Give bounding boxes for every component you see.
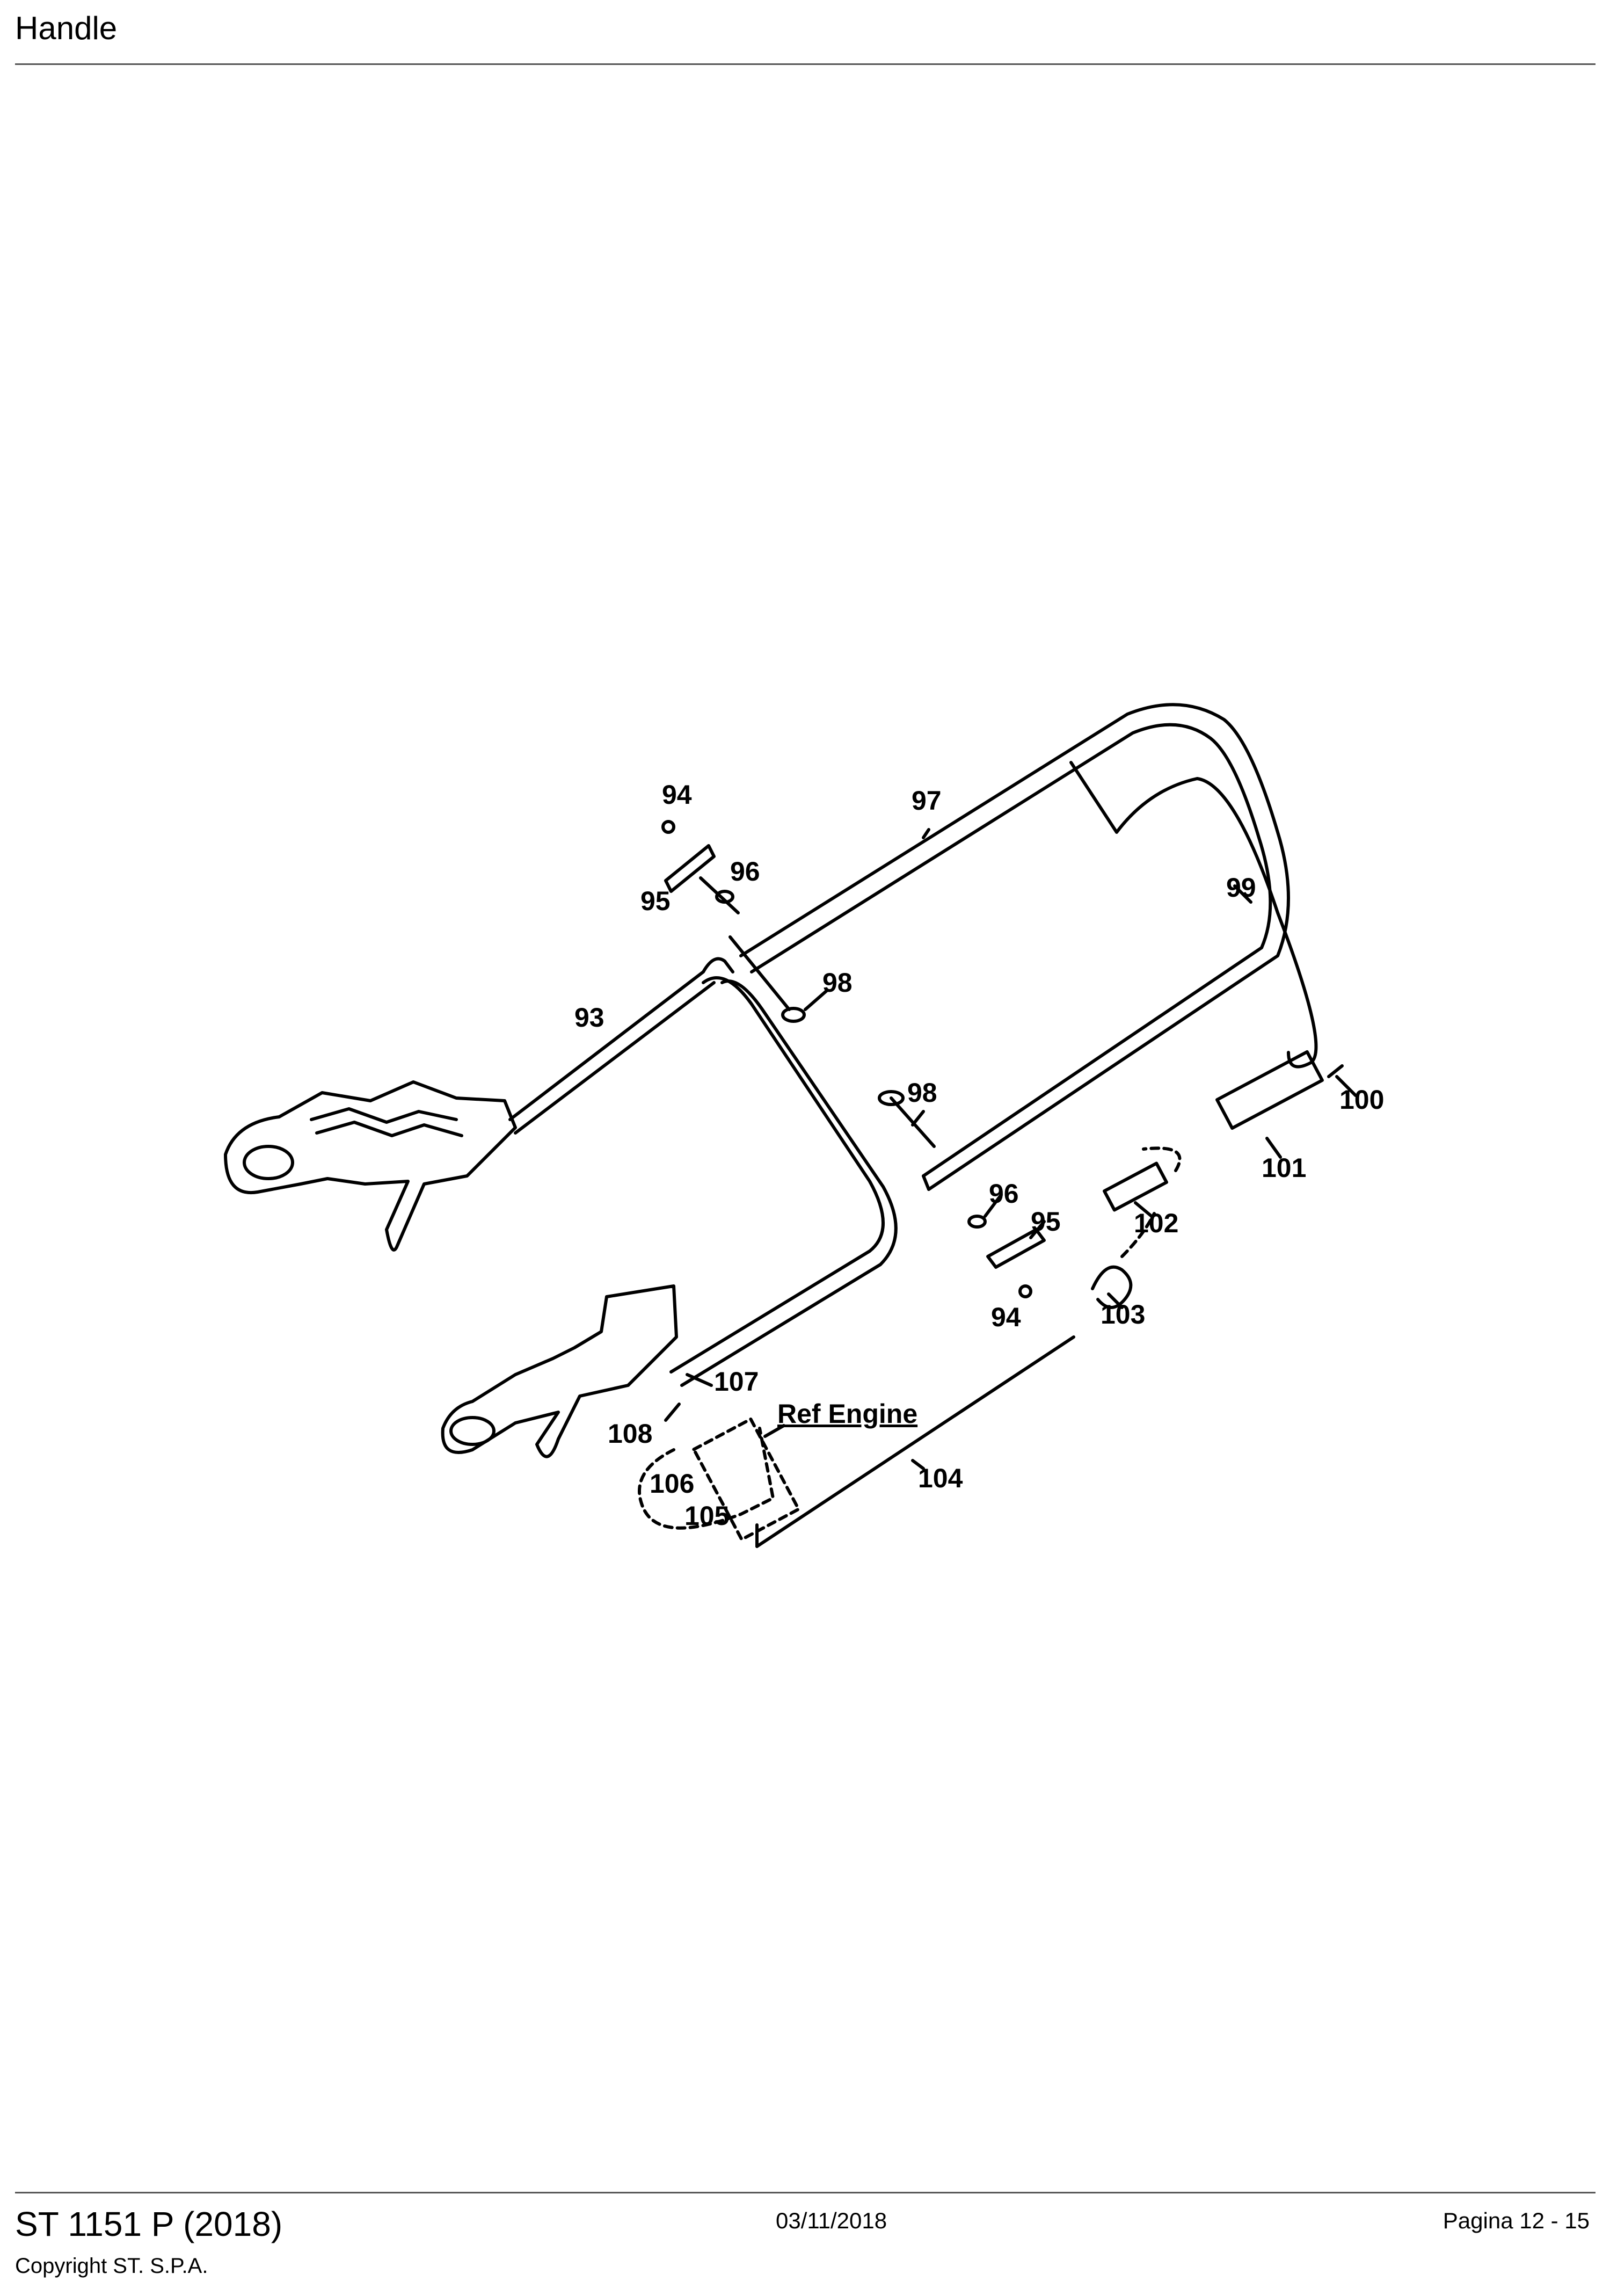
page-title: Handle <box>15 10 118 46</box>
cable-tube-101 <box>1215 1050 1324 1130</box>
nut-94-upper <box>661 820 675 834</box>
plate-102 <box>1103 1161 1168 1212</box>
clip-100 <box>1327 1064 1344 1078</box>
cable-104 <box>755 1335 1075 1548</box>
callout-99: 99 <box>1226 873 1256 903</box>
dashed-link-2 <box>1120 1212 1156 1258</box>
document-date: 03/11/2018 <box>776 2208 887 2233</box>
lower-handle-93-left <box>508 957 734 1121</box>
lower-handle-93-right-inner <box>680 979 898 1387</box>
spring-103 <box>1091 1265 1133 1309</box>
callout-108: 108 <box>608 1419 652 1449</box>
callout-102: 102 <box>1134 1208 1178 1238</box>
callout-96-upper: 96 <box>730 856 760 887</box>
washer-96-lower <box>967 1215 987 1229</box>
left-bracket-hole <box>243 1145 294 1180</box>
callout-101: 101 <box>1262 1153 1306 1183</box>
page-number: Pagina 12 - 15 <box>1443 2208 1590 2233</box>
right-bracket-plate <box>441 1284 678 1458</box>
callout-104: 104 <box>918 1463 963 1493</box>
callout-98-upper: 98 <box>822 968 853 998</box>
knob-95-upper <box>664 844 716 893</box>
bolt-98-lower <box>890 1096 936 1148</box>
dashed-link <box>1142 1146 1182 1172</box>
upper-handle-97-inner <box>750 723 1272 1178</box>
left-bracket-plate <box>224 1080 517 1252</box>
lower-handle-93-right <box>669 976 885 1374</box>
callout-98-lower: 98 <box>907 1078 937 1108</box>
upper-handle-end <box>922 1174 930 1191</box>
engine-parts-group <box>638 1427 775 1530</box>
callout-100: 100 <box>1339 1085 1384 1115</box>
callout-94-upper: 94 <box>662 780 692 810</box>
control-cable-99 <box>1069 761 1318 1069</box>
callout-ref-engine: Ref Engine <box>777 1399 917 1429</box>
bolt-98-upper <box>728 935 791 1011</box>
callout-103: 103 <box>1101 1299 1145 1329</box>
nut-94-lower <box>1018 1284 1032 1298</box>
callout-96-lower: 96 <box>989 1179 1019 1209</box>
callout-105: 105 <box>684 1501 729 1531</box>
callout-97: 97 <box>912 786 942 816</box>
right-bracket-hole <box>449 1416 496 1446</box>
callout-94-lower: 94 <box>991 1302 1021 1332</box>
copyright-notice: Copyright ST. S.P.A. <box>15 2254 208 2278</box>
callout-95-lower: 95 <box>1031 1207 1061 1237</box>
callout-93: 93 <box>574 1002 604 1033</box>
lower-handle-93-left-inner <box>514 981 716 1135</box>
upper-handle-97 <box>739 703 1290 1191</box>
callout-107: 107 <box>714 1367 759 1397</box>
callout-106: 106 <box>650 1469 694 1499</box>
callout-95-upper: 95 <box>640 886 671 916</box>
footer-divider <box>15 2192 1596 2193</box>
knob-95-lower <box>986 1228 1046 1269</box>
model-name: ST 1151 P (2018) <box>15 2205 283 2243</box>
header-divider <box>15 63 1596 65</box>
